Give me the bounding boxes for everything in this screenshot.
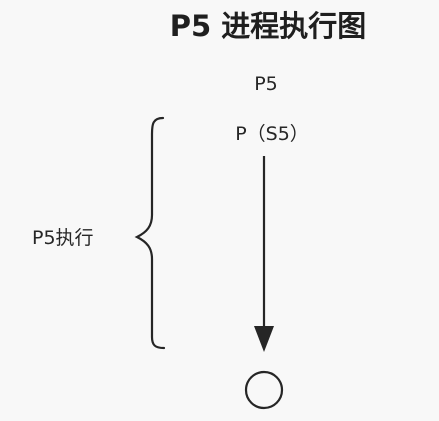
end-node-circle (244, 370, 284, 410)
semaphore-operation-label: P（S5） (235, 123, 309, 145)
execution-brace (134, 116, 166, 350)
diagram-title: P5 进程执行图 (170, 9, 367, 43)
process-name-label: P5 (254, 73, 278, 95)
execution-arrowhead (254, 326, 274, 352)
execution-brace-label: P5执行 (32, 227, 94, 249)
